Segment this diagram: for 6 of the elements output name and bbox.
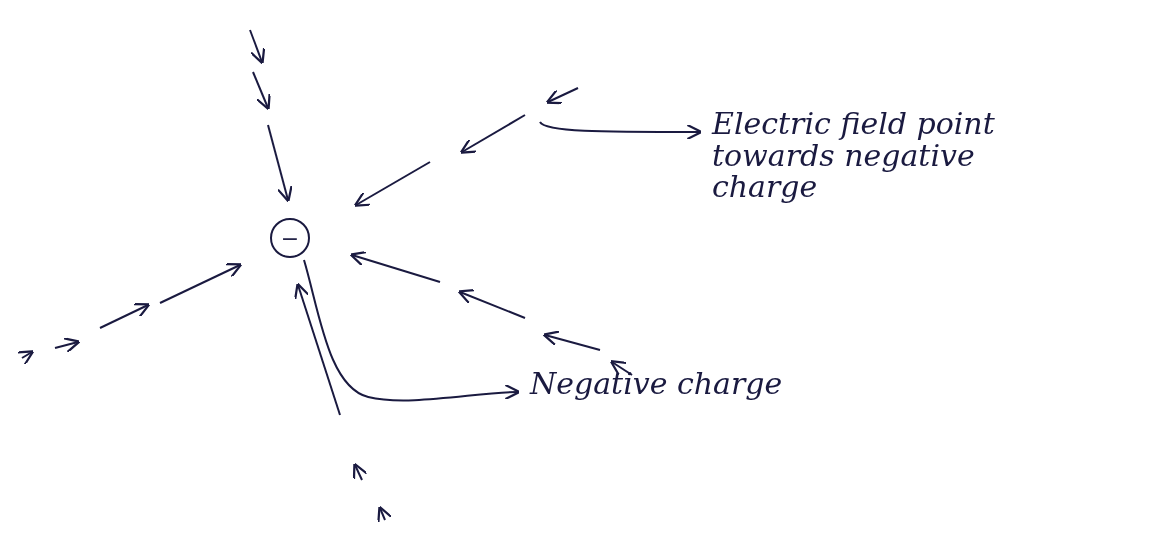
leader-line xyxy=(539,121,703,141)
leader-line xyxy=(303,259,521,402)
annotation-text: Negative charge xyxy=(530,368,783,400)
charge-circle xyxy=(270,218,310,258)
charge-sign: − xyxy=(280,225,300,251)
annotation-text: Electric field point towards negative charge xyxy=(712,108,996,203)
